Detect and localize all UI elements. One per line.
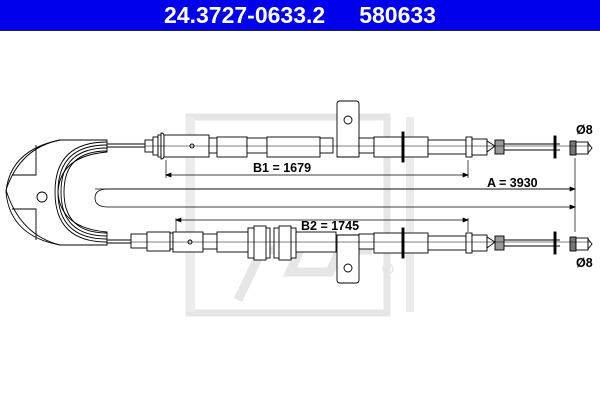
watermark-bar-left — [186, 117, 195, 312]
dimension-b1-label: B1 = 1679 — [253, 161, 312, 175]
dimension-b2-label: B2 = 1745 — [301, 219, 360, 233]
reference-number: 580633 — [359, 1, 436, 28]
title-bar: 24.3727-0633.2 580633 — [0, 0, 600, 30]
mounting-bracket — [5, 139, 108, 246]
part-number: 24.3727-0633.2 — [164, 1, 326, 28]
watermark-bar-right — [406, 117, 414, 312]
title-bar-border — [0, 30, 600, 31]
cable-path-loop — [94, 188, 575, 208]
dimension-a-label: A = 3930 — [487, 176, 538, 190]
diameter-bottom-label: Ø8 — [576, 256, 593, 270]
top-cable — [107, 100, 593, 163]
cable-u-loop — [54, 141, 108, 243]
bottom-cable — [107, 225, 593, 284]
diameter-top-label: Ø8 — [576, 123, 593, 137]
dimension-lines — [95, 158, 576, 232]
